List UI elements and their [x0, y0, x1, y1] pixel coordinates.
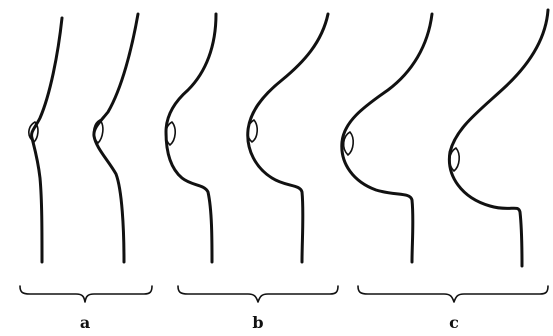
- profile-b1: [166, 14, 216, 262]
- group-label-c: c: [449, 313, 459, 332]
- group-b: [166, 14, 328, 262]
- profile-c1: [342, 14, 432, 262]
- profile-a2: [94, 14, 138, 262]
- brace-a: [20, 286, 152, 302]
- brace-c: [358, 286, 548, 302]
- brace-b: [178, 286, 338, 302]
- profile-a1: [29, 18, 62, 262]
- group-c: [342, 10, 548, 266]
- group-label-a: a: [80, 313, 90, 332]
- profile-b2: [248, 14, 328, 262]
- profile-c2: [449, 10, 548, 266]
- group-a: [29, 14, 138, 262]
- group-label-b: b: [252, 313, 263, 332]
